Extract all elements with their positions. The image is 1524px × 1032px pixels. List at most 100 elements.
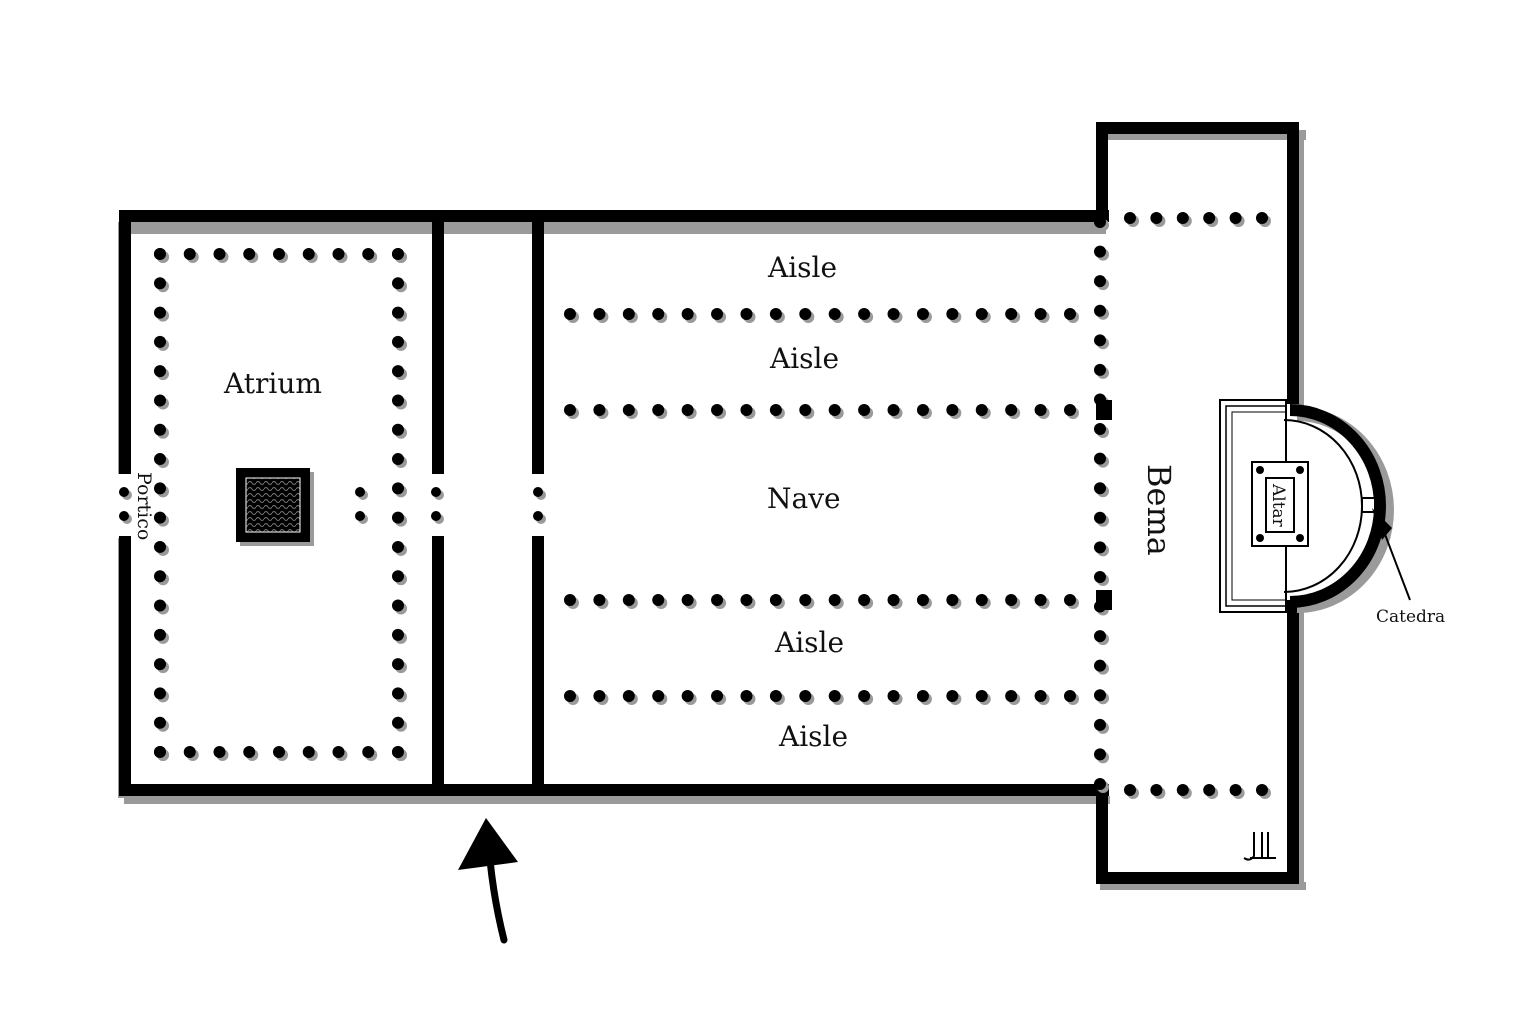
label-aisle-2: Aisle: [769, 342, 839, 375]
label-atrium: Atrium: [223, 367, 322, 400]
column: [1094, 778, 1106, 790]
column: [392, 570, 404, 583]
column: [681, 594, 694, 606]
column: [622, 690, 635, 702]
column: [681, 690, 694, 702]
column: [1176, 784, 1189, 796]
column: [392, 599, 404, 612]
column: [243, 248, 256, 260]
column: [154, 746, 166, 758]
column: [564, 308, 576, 320]
column: [392, 423, 404, 436]
column: [1005, 308, 1018, 320]
column: [593, 690, 606, 702]
column: [392, 687, 404, 700]
column: [302, 248, 315, 260]
entrance-arrow-icon: [458, 818, 518, 944]
column: [1064, 308, 1076, 320]
column: [1094, 275, 1106, 288]
pier: [1096, 400, 1112, 420]
column: [799, 594, 812, 606]
column: [946, 404, 959, 416]
column: [858, 594, 871, 606]
column: [119, 511, 129, 521]
column: [769, 690, 782, 702]
label-aisle-4: Aisle: [778, 720, 848, 753]
column: [1203, 212, 1216, 224]
column: [533, 511, 543, 521]
column: [740, 308, 753, 320]
catedra-pointer-icon: [1372, 508, 1411, 601]
column: [828, 594, 841, 606]
label-aisle-3: Aisle: [774, 626, 844, 659]
column: [828, 404, 841, 416]
column: [392, 628, 404, 641]
column: [1094, 689, 1106, 702]
column: [740, 690, 753, 702]
label-nave: Nave: [767, 482, 841, 515]
column: [392, 482, 404, 495]
column: [652, 690, 665, 702]
column: [1005, 594, 1018, 606]
column: [681, 308, 694, 320]
column: [769, 308, 782, 320]
signature-mark: [1243, 832, 1276, 861]
column: [946, 308, 959, 320]
column: [799, 308, 812, 320]
column: [828, 308, 841, 320]
column: [1034, 594, 1047, 606]
column: [362, 248, 375, 260]
column: [154, 394, 166, 407]
column: [887, 404, 900, 416]
column: [887, 308, 900, 320]
column: [652, 308, 665, 320]
column: [1094, 570, 1106, 583]
column: [392, 394, 404, 407]
outer-walls: [119, 122, 1299, 884]
column: [533, 487, 543, 497]
column: [1229, 212, 1242, 224]
column: [1034, 308, 1047, 320]
column: [119, 487, 129, 497]
column: [622, 308, 635, 320]
column: [858, 308, 871, 320]
column: [392, 511, 404, 524]
column: [652, 594, 665, 606]
column: [769, 594, 782, 606]
column: [975, 690, 988, 702]
column: [154, 248, 166, 260]
column: [1094, 334, 1106, 347]
column: [154, 599, 166, 612]
column: [769, 404, 782, 416]
column: [154, 658, 166, 671]
column: [1176, 212, 1189, 224]
column: [154, 687, 166, 700]
column: [652, 404, 665, 416]
column: [243, 746, 256, 758]
column: [392, 335, 404, 348]
column: [975, 404, 988, 416]
column: [154, 628, 166, 641]
column: [887, 594, 900, 606]
column: [273, 248, 285, 260]
column: [740, 404, 753, 416]
column: [916, 690, 929, 702]
altar: [1251, 461, 1309, 547]
column: [711, 308, 724, 320]
column: [1064, 690, 1076, 702]
column: [392, 746, 404, 758]
column: [1150, 784, 1163, 796]
column: [355, 487, 365, 497]
column: [681, 404, 694, 416]
column: [564, 404, 576, 416]
label-portico: Portico: [133, 472, 155, 540]
column: [1094, 363, 1106, 376]
column: [1094, 630, 1106, 643]
column: [622, 594, 635, 606]
column: [392, 453, 404, 466]
column: [1124, 212, 1136, 224]
column: [154, 365, 166, 378]
column: [213, 248, 226, 260]
column: [711, 404, 724, 416]
